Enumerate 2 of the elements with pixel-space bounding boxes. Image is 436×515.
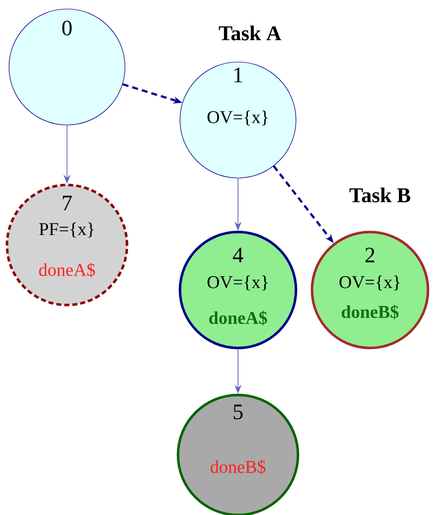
- node-caption: Task A: [218, 24, 282, 42]
- node-caption: Task B: [348, 186, 412, 204]
